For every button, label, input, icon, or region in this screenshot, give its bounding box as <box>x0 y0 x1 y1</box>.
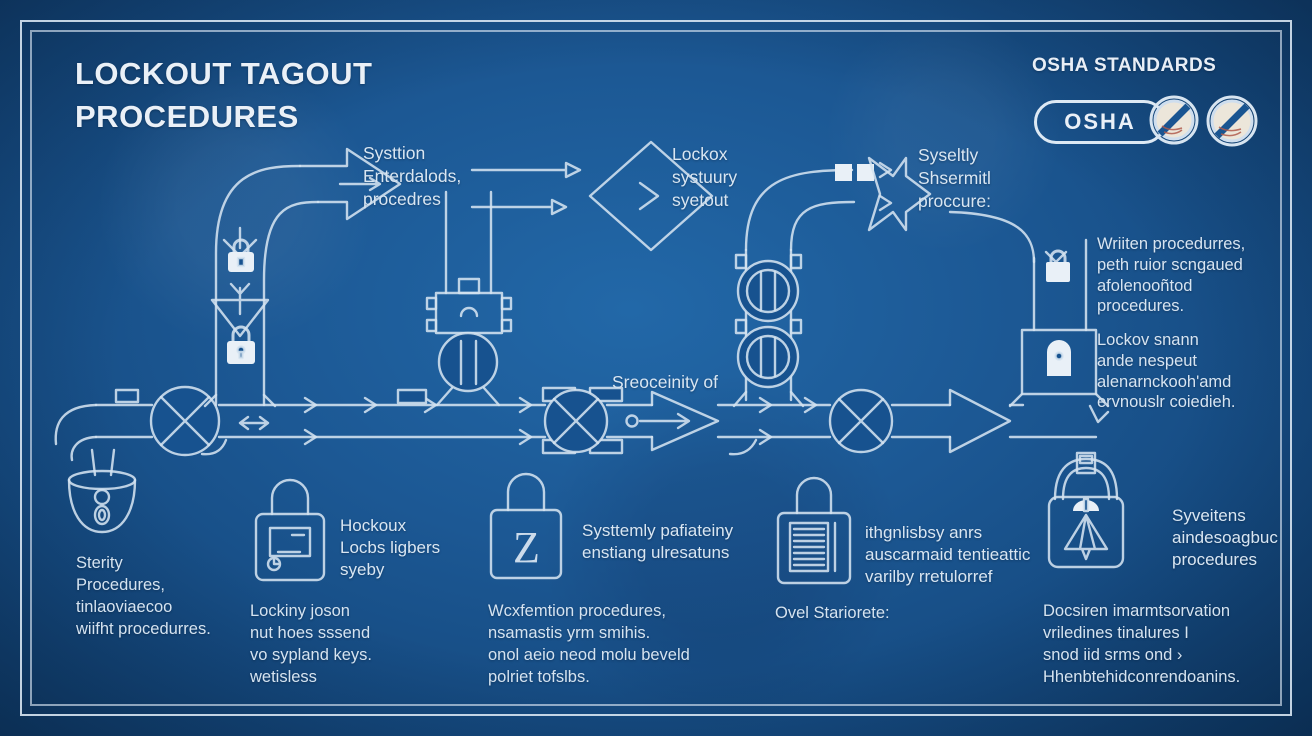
block-arrow <box>650 390 720 452</box>
block-arrow <box>298 147 402 221</box>
legend-caption: Lockiny joson nut hoes sssend vo sypland… <box>250 602 372 687</box>
chevron-right-icon <box>638 181 660 211</box>
padlock-card-icon <box>254 478 326 582</box>
legend-caption: Sterity Procedures, tinlaoviaecoo wiifht… <box>76 554 211 639</box>
padlock-z-icon: Z <box>489 472 563 580</box>
z-letter: Z <box>513 523 540 572</box>
valve-circle-x-icon <box>149 385 221 457</box>
flow-middle-label: Sreoceinity of <box>612 372 719 392</box>
legend-label: Systtemly pafiateiny enstiang ulresatuns <box>582 521 734 563</box>
osha-standards-heading: OSHA STANDARDS <box>1032 55 1217 76</box>
legend-label: Hockoux Locbs ligbers syeby <box>340 516 441 580</box>
osha-badge-pill: OSHA <box>1034 100 1166 144</box>
legend-caption: Wcxfemtion procedures, nsamastis yrm smi… <box>488 602 690 687</box>
burst-arrow <box>867 156 932 232</box>
lock-bag-icon <box>1047 451 1125 569</box>
prohibition-icon <box>1149 95 1199 145</box>
flow-label-2: Lockox systuury syetout <box>672 144 738 211</box>
padlock-document-icon <box>776 476 852 585</box>
funnel-valve-icon <box>210 282 270 338</box>
valve-circle-x-icon <box>828 388 894 454</box>
diamond-node <box>588 140 714 252</box>
prohibition-icon <box>1206 95 1258 147</box>
legend-label: ithgnlisbsy anrs auscarmaid tentieattic … <box>865 523 1031 587</box>
globe-valve-icon <box>437 331 499 393</box>
cylinder-lock-icon <box>67 448 137 534</box>
lock-icon <box>1046 249 1070 282</box>
lock-icon <box>228 238 254 272</box>
flow-label-3: Syseltly Shsermitl proccure: <box>918 145 991 212</box>
valve-circle-x-icon <box>543 388 609 454</box>
legend-caption: Ovel Stariorete: <box>775 604 890 622</box>
flange-valve-icon <box>736 325 800 389</box>
prohibition-icons <box>1149 95 1258 147</box>
lock-silhouette-icon <box>1047 340 1071 376</box>
block-arrow <box>948 388 1012 454</box>
lock-icon <box>227 325 255 364</box>
note-lockout: Lockov snann ande nespeut alenarnckooh'a… <box>1097 331 1236 412</box>
osha-badge: OSHA <box>1032 94 1262 150</box>
page-title: LOCKOUT TAGOUT PROCEDURES <box>75 56 373 135</box>
legend-label: Syveitens aindesoagbuc procedures <box>1172 506 1278 570</box>
flange-valve-icon <box>736 259 800 323</box>
legend-caption: Docsiren imarmtsorvation vriledines tina… <box>1043 602 1241 687</box>
gate-valve-icon <box>425 277 513 335</box>
note-written-procedures: Wriiten procedurres, peth ruior scngaued… <box>1097 235 1246 316</box>
